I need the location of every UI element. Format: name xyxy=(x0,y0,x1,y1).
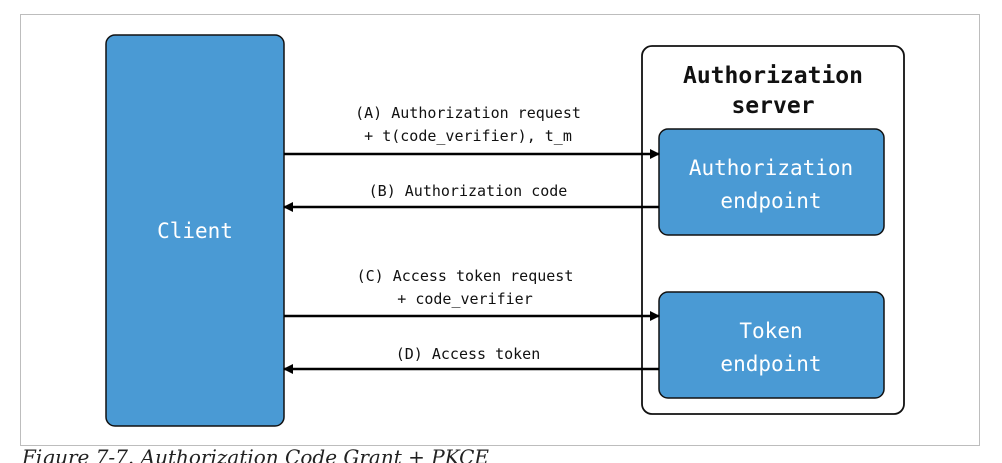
client-box xyxy=(105,34,285,427)
token-endpoint-box xyxy=(658,291,885,399)
token-endpoint-line1: Token xyxy=(739,319,802,343)
token-endpoint-line2: endpoint xyxy=(720,352,821,376)
authorization-endpoint-line1: Authorization xyxy=(689,156,853,180)
arrow-c-label-line2: + code_verifier xyxy=(397,290,532,308)
figure-caption: Figure 7-7. Authorization Code Grant + P… xyxy=(22,447,490,463)
client-label: Client xyxy=(157,219,233,243)
server-title-line2: server xyxy=(731,93,814,119)
authorization-endpoint-line2: endpoint xyxy=(720,189,821,213)
arrow-d-label: (D) Access token xyxy=(396,345,541,363)
arrow-b-label: (B) Authorization code xyxy=(369,182,568,200)
arrow-a-label-line2: + t(code_verifier), t_m xyxy=(364,127,572,145)
server-title-line1: Authorization xyxy=(683,63,863,89)
authorization-endpoint-box xyxy=(658,128,885,236)
arrow-c-label-line1: (C) Access token request xyxy=(357,267,574,285)
diagram-frame xyxy=(20,14,980,446)
arrow-a-label-line1: (A) Authorization request xyxy=(355,104,581,122)
